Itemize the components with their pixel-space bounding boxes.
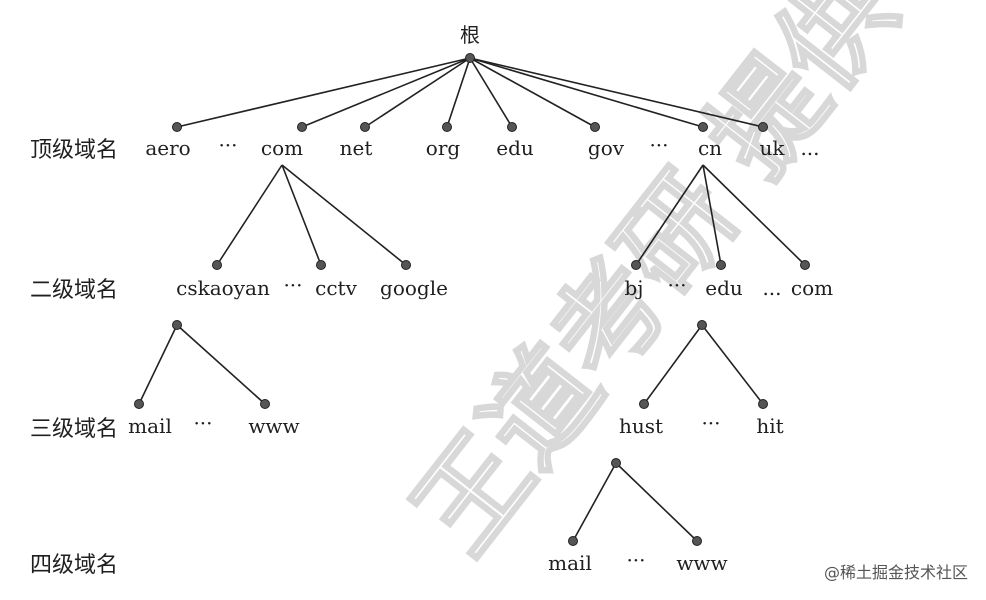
node-gov: gov [588,136,625,160]
dot-cskaoyan [212,260,222,270]
footer-watermark: @稀土掘金技术社区 [824,563,968,582]
edge-cskaoyan-www [176,324,266,405]
edge-hust-mail [572,462,617,542]
dot-mail3 [134,399,144,409]
dot-cskaoyan-parent [172,320,182,330]
node-cn-com: com [791,276,833,300]
edge-com-cskaoyan [216,164,283,266]
dot-uk [758,122,768,132]
ellipsis-6: ··· [193,411,212,435]
dot-mail4 [568,536,578,546]
dot-com [297,122,307,132]
level-label-third: 三级域名 [30,417,118,442]
stamp-watermark: 王道考研 提供 [388,0,922,578]
node-root: 根 [460,23,480,47]
node-labels: 根 aero ··· com net org edu gov ··· cn uk… [128,23,833,575]
edge-edu-hit [701,324,764,405]
dot-edu [507,122,517,132]
ellipsis-3: ··· [283,273,302,297]
edge-root-aero [176,57,471,128]
edge-cn-edu [702,164,722,266]
node-cn: cn [698,136,722,160]
level-labels: 顶级域名 二级域名 三级域名 四级域名 [30,138,118,578]
ellipsis-7: ··· [701,411,720,435]
edge-root-gov [469,57,596,128]
dot-www4 [692,536,702,546]
ellipsis-uk: ... [800,136,819,160]
node-www4: www [676,551,727,575]
node-google: google [380,276,448,300]
edge-root-uk [469,57,764,128]
edge-hust-www [615,462,698,542]
node-mail4: mail [548,551,592,575]
dot-aero [172,122,182,132]
node-com: com [261,136,303,160]
level-label-second: 二级域名 [30,278,118,303]
node-cskaoyan: cskaoyan [176,276,270,300]
dot-hust-parent [611,458,621,468]
edge-root-com [301,57,471,128]
node-cn-edu: edu [705,276,743,300]
node-aero: aero [145,136,190,160]
edge-edu-hust [643,324,703,405]
dot-edu-parent [697,320,707,330]
ellipsis-5: ... [762,276,781,300]
dot-root [465,53,475,63]
dot-google [401,260,411,270]
tree-dots [134,53,810,546]
ellipsis-8: ··· [626,548,645,572]
dot-hit [758,399,768,409]
stamp-text: 王道考研 提供 [390,0,921,576]
edge-root-edu [469,57,513,128]
edge-root-cn [469,57,704,128]
node-bj: bj [624,276,643,300]
edge-root-org [446,57,471,128]
dot-bj [631,260,641,270]
dot-hust [639,399,649,409]
edge-cskaoyan-mail [138,324,178,405]
node-mail3: mail [128,414,172,438]
dot-org [442,122,452,132]
dot-cn-edu [716,260,726,270]
node-edu: edu [496,136,534,160]
node-hit: hit [756,414,783,438]
tree-edges [138,57,806,542]
edge-com-google [281,164,407,266]
node-net: net [340,136,373,160]
edge-cn-com [702,164,806,266]
node-www3: www [248,414,299,438]
dot-www3 [260,399,270,409]
node-cctv: cctv [315,276,357,300]
dot-cn [698,122,708,132]
ellipsis-2: ··· [649,133,668,157]
node-uk: uk [760,136,786,160]
level-label-fourth: 四级域名 [30,553,118,578]
dot-cctv [316,260,326,270]
ellipsis-1: ··· [218,133,237,157]
dot-net [360,122,370,132]
edge-com-cctv [281,164,322,266]
level-label-top: 顶级域名 [30,138,118,163]
node-hust: hust [619,414,663,438]
dot-cn-com [800,260,810,270]
ellipsis-4: ··· [667,273,686,297]
dot-gov [590,122,600,132]
node-org: org [426,136,461,160]
edge-root-net [364,57,471,128]
edge-cn-bj [635,164,704,266]
